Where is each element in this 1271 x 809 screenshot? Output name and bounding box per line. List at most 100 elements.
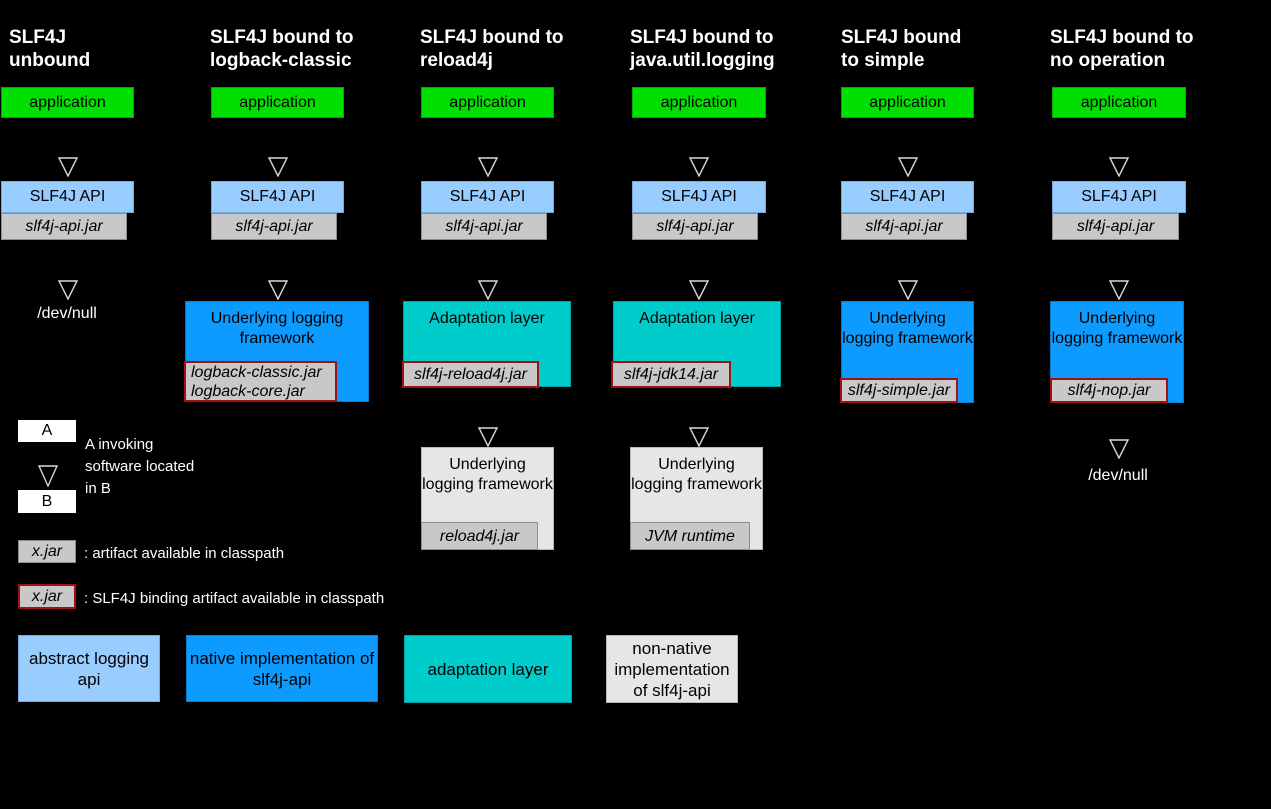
color-key-label: native implementation of slf4j-api — [189, 648, 375, 689]
down-arrow-icon — [1108, 280, 1130, 300]
col-jul-binding-jar-box: slf4j-jdk14.jar — [611, 361, 731, 388]
legend-binding-caption: : SLF4J binding artifact available in cl… — [84, 590, 385, 607]
col-logback-binding-jar-box: logback-classic.jar logback-core.jar — [184, 361, 337, 402]
col-jul-framework-jar-box: JVM runtime — [630, 522, 750, 550]
header-line-1: SLF4J — [9, 27, 67, 48]
slf4j-api-label: SLF4J API — [1081, 188, 1157, 205]
down-arrow-icon — [477, 280, 499, 300]
col-nop-slf4j-api-box: SLF4J API — [1052, 181, 1186, 213]
down-arrow-icon — [57, 157, 79, 177]
col-jul-header: SLF4J bound to java.util.logging — [630, 26, 775, 72]
jar-label: slf4j-simple.jar — [847, 382, 951, 399]
jar-label: slf4j-nop.jar — [1067, 382, 1151, 399]
slf4j-api-label: SLF4J API — [239, 188, 316, 205]
adaptation-label: Adaptation layer — [429, 310, 545, 327]
caption-line-1: A invoking — [85, 436, 154, 453]
api-jar-label: slf4j-api.jar — [445, 218, 523, 235]
down-arrow-icon — [897, 157, 919, 177]
application-label: application — [239, 93, 316, 111]
legend-nonnative-impl-box: non-native implementation of slf4j-api — [606, 635, 738, 703]
col-unbound-application-box: application — [1, 87, 134, 118]
header-line-2: to simple — [841, 50, 925, 71]
down-arrow-icon — [267, 157, 289, 177]
down-arrow-icon — [57, 280, 79, 300]
api-jar-label: slf4j-api.jar — [235, 218, 313, 235]
col-simple-application-box: application — [841, 87, 974, 118]
header-line-2: no operation — [1050, 50, 1166, 71]
down-arrow-icon — [477, 157, 499, 177]
framework-label: Underlying logging framework — [1051, 310, 1183, 347]
col-jul-api-jar-box: slf4j-api.jar — [632, 213, 758, 240]
caption-line-2: software located — [85, 458, 195, 475]
slf4j-api-label: SLF4J API — [449, 188, 526, 205]
down-arrow-icon — [897, 280, 919, 300]
legend-artifact-caption: : artifact available in classpath — [84, 545, 285, 562]
header-line-2: reload4j — [420, 50, 493, 71]
col-reload4j-api-jar-box: slf4j-api.jar — [421, 213, 547, 240]
col-unbound-header: SLF4J unbound — [9, 26, 90, 72]
framework-label: Underlying logging framework — [631, 456, 762, 493]
color-key-label: non-native implementation of slf4j-api — [614, 638, 730, 700]
jar-label-line-2: logback-core.jar — [191, 382, 305, 400]
jar-label: slf4j-jdk14.jar — [623, 366, 719, 383]
col-reload4j-header: SLF4J bound to reload4j — [420, 26, 564, 72]
legend-a-label: A — [41, 422, 53, 439]
jar-label: JVM runtime — [645, 527, 735, 545]
col-unbound-slf4j-api-box: SLF4J API — [1, 181, 134, 213]
slf4j-api-label: SLF4J API — [869, 188, 946, 205]
framework-label: Underlying logging framework — [422, 456, 553, 493]
application-label: application — [1080, 93, 1158, 111]
legend-a-box: A — [18, 420, 76, 442]
header-line-1: SLF4J bound to — [1050, 27, 1194, 48]
legend-invoke-caption: A invoking software located in B — [85, 434, 194, 500]
col-nop-header: SLF4J bound to no operation — [1050, 26, 1194, 72]
header-line-1: SLF4J bound to — [420, 27, 564, 48]
down-arrow-icon — [688, 157, 710, 177]
col-nop-application-box: application — [1052, 87, 1186, 118]
legend-binding-jar-box: x.jar — [18, 584, 76, 609]
api-jar-label: slf4j-api.jar — [865, 218, 943, 235]
col-simple-binding-jar-box: slf4j-simple.jar — [840, 378, 958, 403]
down-arrow-icon — [1108, 157, 1130, 177]
jar-sample-label: x.jar — [31, 588, 63, 605]
col-logback-api-jar-box: slf4j-api.jar — [211, 213, 337, 240]
api-jar-label: slf4j-api.jar — [1076, 218, 1155, 235]
col-nop-devnull-label: /dev/null — [1088, 467, 1148, 484]
header-line-1: SLF4J bound — [841, 27, 962, 48]
color-key-label: abstract logging api — [28, 648, 150, 689]
jar-label: slf4j-reload4j.jar — [414, 366, 527, 383]
caption-line-3: in B — [85, 480, 111, 497]
col-reload4j-framework-jar-box: reload4j.jar — [421, 522, 538, 550]
framework-label: Underlying logging framework — [210, 310, 344, 347]
down-arrow-icon — [1108, 439, 1130, 459]
legend-artifact-jar-box: x.jar — [18, 540, 76, 563]
col-nop-binding-jar-box: slf4j-nop.jar — [1050, 378, 1168, 403]
slf4j-api-label: SLF4J API — [661, 188, 737, 205]
col-logback-slf4j-api-box: SLF4J API — [211, 181, 344, 213]
legend-b-box: B — [18, 490, 76, 513]
col-jul-application-box: application — [632, 87, 766, 118]
header-line-1: SLF4J bound to — [210, 27, 354, 48]
col-unbound-api-jar-box: slf4j-api.jar — [1, 213, 127, 240]
col-simple-slf4j-api-box: SLF4J API — [841, 181, 974, 213]
jar-label-line-1: logback-classic.jar — [191, 363, 322, 381]
application-label: application — [449, 93, 526, 111]
application-label: application — [869, 93, 946, 111]
header-line-1: SLF4J bound to — [630, 27, 774, 48]
col-reload4j-slf4j-api-box: SLF4J API — [421, 181, 554, 213]
legend-adaptation-layer-box: adaptation layer — [404, 635, 572, 703]
header-line-2: logback-classic — [210, 50, 352, 71]
slf4j-api-label: SLF4J API — [29, 188, 106, 205]
down-arrow-icon — [267, 280, 289, 300]
down-arrow-icon — [688, 427, 710, 447]
application-label: application — [29, 93, 106, 111]
down-arrow-icon — [477, 427, 499, 447]
jar-sample-label: x.jar — [31, 543, 63, 560]
col-nop-api-jar-box: slf4j-api.jar — [1052, 213, 1179, 240]
col-unbound-devnull-label: /dev/null — [37, 305, 97, 322]
col-simple-api-jar-box: slf4j-api.jar — [841, 213, 967, 240]
adaptation-label: Adaptation layer — [639, 310, 755, 327]
down-arrow-icon — [688, 280, 710, 300]
jar-label: reload4j.jar — [439, 527, 520, 545]
